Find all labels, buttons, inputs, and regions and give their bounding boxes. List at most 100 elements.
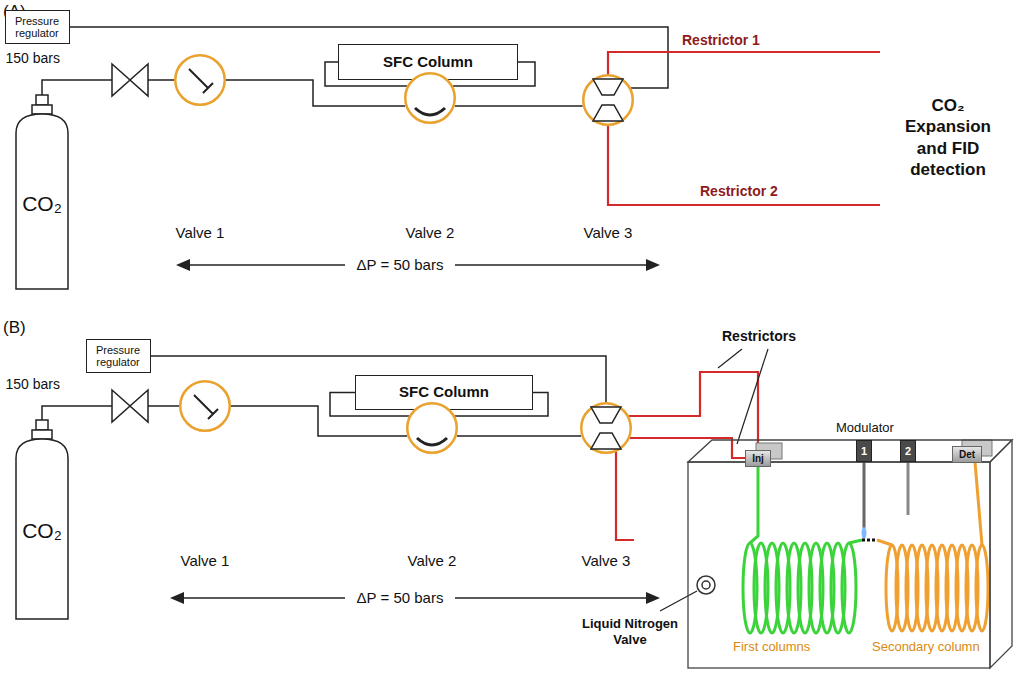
modulator-jet: 2 [900, 440, 916, 462]
cold-jet [862, 527, 867, 539]
valve-label: Valve 1 [165, 552, 245, 569]
valve-body [407, 403, 457, 453]
injector-box: Inj [745, 450, 771, 467]
valve-internals [591, 407, 621, 449]
shutoff-valve-symbol [112, 64, 148, 96]
column-line [877, 540, 892, 545]
oven-top [688, 440, 1012, 462]
pressure-value: 150 bars [6, 376, 60, 392]
valve-body [405, 73, 455, 123]
pipe-line [455, 105, 583, 107]
restrictor-line [616, 452, 634, 540]
valve-outline [179, 380, 231, 432]
cylinder-body [16, 439, 68, 619]
valve-body [175, 55, 225, 105]
pipe-line [70, 27, 669, 88]
panel-letter: (B) [3, 318, 26, 338]
valve-passage [417, 438, 447, 445]
valve-passage [189, 69, 213, 93]
column-label: First columns [733, 640, 810, 655]
column-line [750, 466, 758, 543]
sfc-column: SFC Column [355, 375, 533, 410]
valve: Valve 3 [580, 402, 632, 454]
modulator-label: Modulator [836, 420, 894, 436]
valve-passage [593, 79, 623, 121]
cylinder-neck [32, 105, 52, 114]
valve-outline [580, 402, 632, 454]
valve-internals [593, 79, 623, 121]
restrictor-line [630, 438, 745, 458]
secondary-column-coil [877, 462, 988, 631]
gas-label: CO₂ [22, 192, 62, 215]
gc-oven: First columnsSecondary columnInj12Det [688, 436, 1014, 670]
modulator-jet: 1 [856, 440, 872, 462]
valve-label: Valve 1 [160, 224, 240, 241]
injector-label: Inj [752, 453, 764, 464]
column-label: SFC Column [383, 54, 473, 71]
valve-body [180, 381, 230, 431]
pipe-line [42, 80, 174, 95]
valve-internals [189, 69, 213, 93]
detector-note: CO₂ Expansion and FID detection [893, 95, 1003, 180]
valve: Valve 1 [174, 54, 226, 106]
valve-passage [415, 108, 445, 115]
leader-line [718, 349, 742, 368]
pressure-drop: ΔP = 50 bars [345, 589, 455, 607]
cylinder-cap [36, 420, 48, 430]
modulator-stem [863, 462, 866, 528]
oven-front [688, 462, 990, 668]
regulator-label: Pressure regulator [90, 344, 146, 368]
first-column-coil [743, 466, 862, 633]
restrictor-label: Restrictors [722, 328, 796, 345]
valve-outline [174, 54, 226, 106]
connector-group [42, 27, 758, 458]
shutoff-valve-symbol [112, 390, 148, 422]
valve-internals [417, 438, 447, 445]
pipe-line [226, 80, 405, 106]
valve: Valve 2 [404, 72, 456, 124]
valve-internals [415, 108, 445, 115]
pipe-line [42, 406, 179, 420]
nitrogen-valve-symbol [702, 581, 710, 589]
pipe-line [457, 435, 582, 437]
valve-outline [582, 74, 634, 126]
co2-cylinder: CO₂ [15, 420, 69, 620]
valve-label: Valve 3 [568, 224, 648, 241]
coil-loop [842, 543, 856, 633]
column-line [975, 462, 982, 545]
cylinder-cap [36, 95, 48, 105]
valve-body [581, 403, 631, 453]
detector-box: Det [952, 446, 982, 463]
pressure-drop: ΔP = 50 bars [345, 256, 455, 274]
regulator-box: Pressure regulator150 bars [86, 339, 151, 373]
column-junction [862, 539, 877, 542]
pressure-value: 150 bars [6, 50, 60, 66]
valve-passage [194, 395, 218, 419]
leader-line [737, 349, 768, 444]
oven-side [990, 440, 1012, 668]
valve: Valve 3 [582, 74, 634, 126]
regulator-box: Pressure regulator150 bars [5, 10, 70, 44]
jet-number: 1 [861, 445, 867, 457]
valve-label: Valve 2 [392, 552, 472, 569]
valve-passage [591, 407, 621, 449]
column-line [849, 540, 862, 543]
restrictor-line [608, 126, 880, 205]
detector-label: Det [959, 449, 975, 460]
valve-label: Valve 2 [390, 224, 470, 241]
gas-label: CO₂ [22, 519, 62, 542]
cylinder-neck [32, 430, 52, 439]
modulator-stem [907, 462, 910, 515]
pipe-line [231, 406, 407, 436]
valve-body [583, 75, 633, 125]
valve-outline [406, 402, 458, 454]
valve: Valve 1 [179, 380, 231, 432]
leader-line [660, 591, 697, 611]
valve: Valve 2 [406, 402, 458, 454]
jet-number: 2 [905, 445, 911, 457]
column-label: SFC Column [399, 384, 489, 401]
valve-internals [194, 395, 218, 419]
